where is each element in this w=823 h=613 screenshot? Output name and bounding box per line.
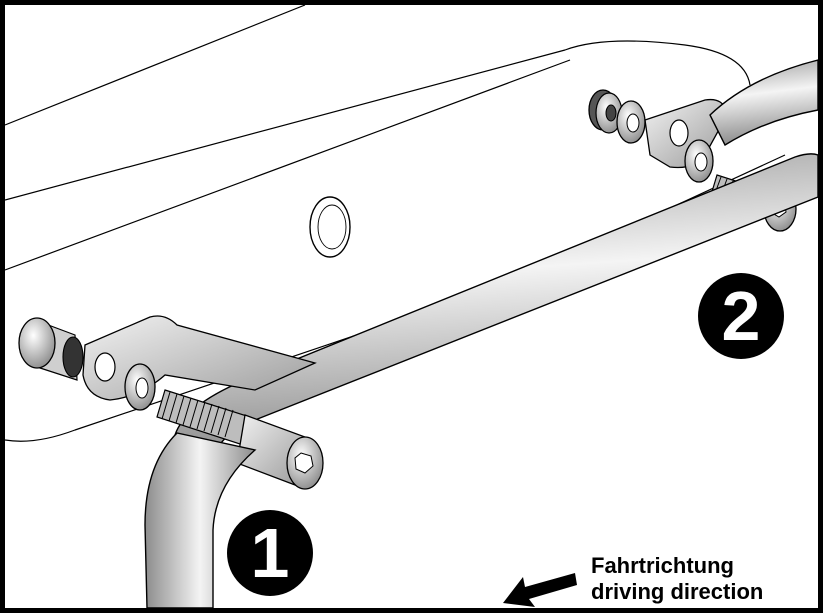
- step-marker-2: 2: [698, 273, 784, 359]
- direction-label-english: driving direction: [591, 579, 764, 604]
- direction-label-german: Fahrtrichtung: [591, 553, 734, 578]
- washer-upper-a: [616, 100, 646, 144]
- step-marker-1: 1: [227, 510, 313, 596]
- screw-lower: [156, 389, 324, 490]
- tube-upper: [709, 59, 818, 147]
- washer-upper-b: [684, 139, 714, 183]
- washer-lower: [124, 363, 156, 411]
- tube-lower: [144, 432, 257, 608]
- assembly-illustration: [5, 5, 818, 608]
- arrow-left-down-icon: [503, 573, 577, 607]
- spacer-lower: [18, 317, 84, 381]
- spacer-upper: [588, 89, 623, 134]
- driving-direction-label: Fahrtrichtung driving direction: [591, 553, 818, 605]
- panel-hole: [309, 196, 351, 258]
